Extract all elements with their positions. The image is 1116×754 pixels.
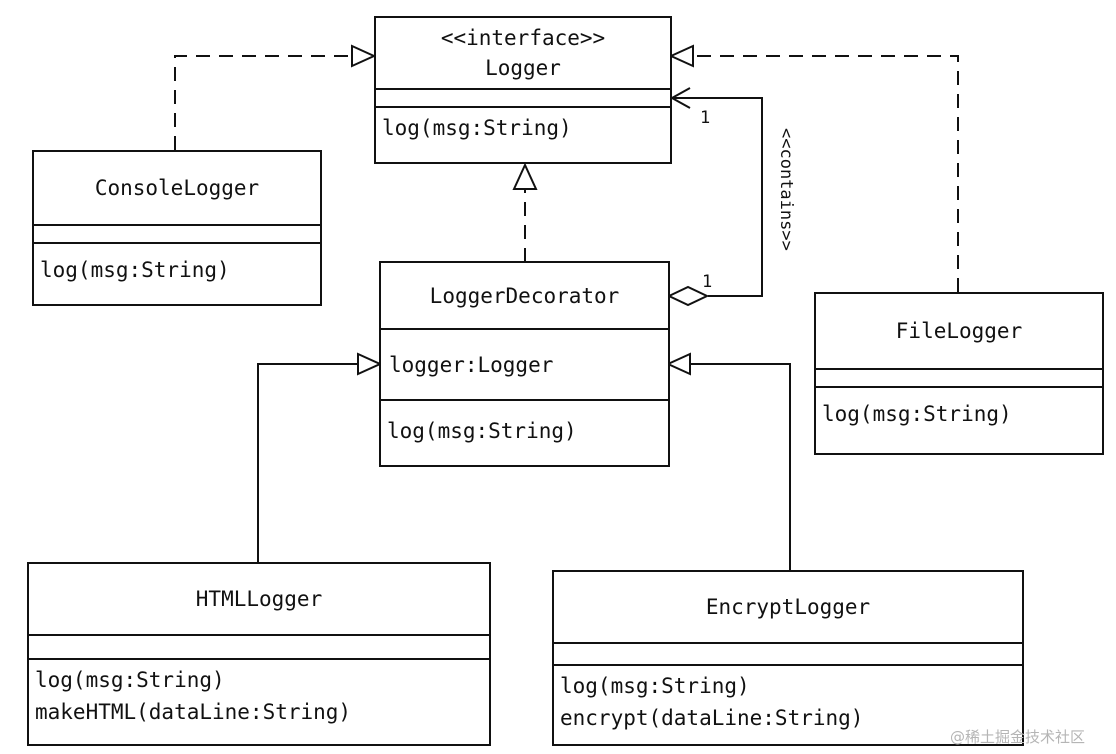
encryptlogger-attributes (554, 644, 1022, 666)
logger-op-log: log(msg:String) (382, 116, 572, 140)
loggerdecorator-attributes: logger:Logger (381, 330, 668, 401)
loggerdecorator-op-log: log(msg:String) (387, 419, 577, 443)
contains-stereotype-label: <<contains>> (776, 128, 796, 251)
logger-attributes (376, 90, 670, 108)
logger-interface-box: <<interface>> Logger log(msg:String) (374, 16, 672, 164)
filelogger-class-box: FileLogger log(msg:String) (814, 292, 1104, 455)
encrypt-generalization-line (690, 363, 791, 570)
html-generalization-line (257, 363, 358, 562)
consolelogger-class-box: ConsoleLogger log(msg:String) (32, 150, 322, 306)
loggerdecorator-operations: log(msg:String) (381, 401, 668, 447)
decorator-realization-arrowhead (512, 162, 538, 190)
file-realization-arrowhead (668, 44, 694, 68)
htmllogger-operations: log(msg:String) makeHTML(dataLine:String… (29, 660, 489, 728)
logger-stereotype: <<interface>> (440, 26, 606, 50)
console-realization-line (174, 55, 350, 150)
filelogger-header: FileLogger (816, 294, 1102, 370)
aggregation-diamond (666, 285, 710, 307)
multiplicity-source: 1 (702, 272, 713, 292)
association-open-arrowhead (669, 87, 691, 109)
aggregation-line (672, 97, 763, 297)
htmllogger-header: HTMLLogger (29, 564, 489, 636)
encryptlogger-op-log: log(msg:String) (560, 674, 750, 698)
encryptlogger-op-encrypt: encrypt(dataLine:String) (560, 706, 864, 730)
htmllogger-attributes (29, 636, 489, 660)
htmllogger-name: HTMLLogger (195, 587, 323, 611)
htmllogger-op-makehtml: makeHTML(dataLine:String) (35, 700, 352, 724)
encryptlogger-header: EncryptLogger (554, 572, 1022, 644)
file-realization-line (695, 55, 959, 292)
console-realization-arrowhead (351, 44, 377, 68)
htmllogger-op-log: log(msg:String) (35, 668, 225, 692)
consolelogger-attributes (34, 226, 320, 244)
watermark: @稀土掘金技术社区 (950, 728, 1086, 746)
encrypt-generalization-arrowhead (665, 352, 691, 376)
htmllogger-class-box: HTMLLogger log(msg:String) makeHTML(data… (27, 562, 491, 746)
consolelogger-operations: log(msg:String) (34, 244, 320, 286)
encryptlogger-class-box: EncryptLogger log(msg:String) encrypt(da… (552, 570, 1024, 746)
encryptlogger-operations: log(msg:String) encrypt(dataLine:String) (554, 666, 1022, 734)
filelogger-attributes (816, 370, 1102, 388)
html-generalization-arrowhead (357, 352, 383, 376)
filelogger-operations: log(msg:String) (816, 388, 1102, 430)
logger-name: Logger (485, 56, 561, 80)
consolelogger-header: ConsoleLogger (34, 152, 320, 226)
filelogger-name: FileLogger (895, 319, 1023, 343)
consolelogger-name: ConsoleLogger (94, 176, 260, 200)
logger-operations: log(msg:String) (376, 108, 670, 144)
filelogger-op-log: log(msg:String) (822, 402, 1012, 426)
loggerdecorator-name: LoggerDecorator (429, 283, 620, 308)
loggerdecorator-class-box: LoggerDecorator logger:Logger log(msg:St… (379, 261, 670, 467)
loggerdecorator-attr-logger: logger:Logger (389, 352, 554, 377)
loggerdecorator-header: LoggerDecorator (381, 263, 668, 330)
encryptlogger-name: EncryptLogger (705, 595, 871, 619)
logger-header: <<interface>> Logger (376, 18, 670, 90)
multiplicity-target: 1 (700, 108, 711, 128)
consolelogger-op-log: log(msg:String) (40, 258, 230, 282)
